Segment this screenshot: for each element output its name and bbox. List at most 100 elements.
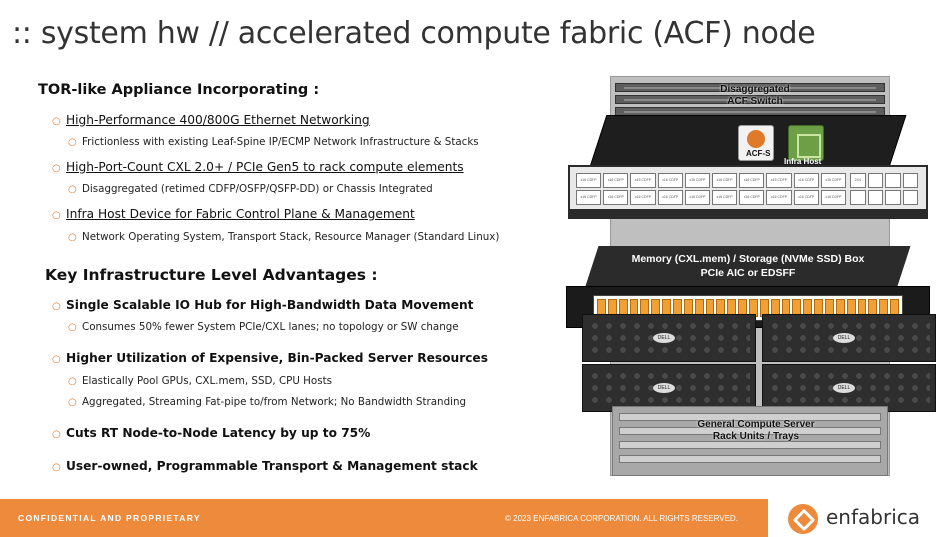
sub-item-text: Network Operating System, Transport Stac…: [82, 231, 500, 243]
sub-item-text: Elastically Pool GPUs, CXL.mem, SSD, CPU…: [82, 375, 332, 387]
rack-slot: [619, 441, 881, 449]
port: x16 CDFP: [712, 190, 738, 205]
memory-label-line2: PCIe AIC or EDSFF: [700, 267, 796, 279]
port: x16 CDFP: [739, 190, 765, 205]
port: x16 CDFP: [793, 190, 819, 205]
hardware-illustration: Disaggregated ACF Switch ACF-S Infra Hos…: [560, 70, 940, 480]
enfabrica-logo-icon: [788, 504, 818, 534]
sub-item-text: Consumes 50% fewer System PCIe/CXL lanes…: [82, 321, 459, 333]
port: 2X4 OSFP: [850, 173, 866, 188]
list-item: ○ High-Performance 400/800G Ethernet Net…: [52, 113, 370, 127]
port: x16 CDFP: [603, 173, 629, 188]
section2-heading: Key Infrastructure Level Advantages :: [45, 266, 378, 284]
bullet-icon: ○: [52, 210, 61, 221]
port: x16 CDFP: [820, 173, 846, 188]
acf-chip-label: ACF-S: [746, 149, 771, 158]
bullet-icon: ○: [68, 322, 77, 333]
port: [885, 173, 901, 188]
server-logo: DELL: [653, 333, 675, 343]
rack-slot: [615, 95, 885, 104]
server: DELL: [582, 364, 756, 412]
port: [885, 190, 901, 205]
bullet-icon: ○: [68, 184, 77, 195]
server-logo: DELL: [833, 383, 855, 393]
port: x16 CDFP: [766, 173, 792, 188]
sub-item-text: Disaggregated (retimed CDFP/OSFP/QSFP-DD…: [82, 183, 433, 195]
bullet-icon: ○: [68, 232, 77, 243]
compute-label: General Compute Server Rack Units / Tray…: [656, 419, 856, 443]
item-text: Higher Utilization of Expensive, Bin-Pac…: [66, 351, 488, 365]
item-text: Single Scalable IO Hub for High-Bandwidt…: [66, 298, 474, 312]
acf-logo-icon: [747, 130, 765, 148]
port: [850, 190, 866, 205]
port: x16 CDFP: [766, 190, 792, 205]
bullet-icon: ○: [52, 116, 61, 127]
port: x16 CDFP: [630, 173, 656, 188]
port: x16 CDFP: [739, 173, 765, 188]
rack-slot: [619, 455, 881, 463]
compute-label-line2: Rack Units / Trays: [712, 431, 800, 442]
bullet-icon: ○: [68, 137, 77, 148]
port: [867, 173, 883, 188]
port: x16 CDFP: [712, 173, 738, 188]
port: x16 CDFP: [684, 190, 710, 205]
item-text: High-Performance 400/800G Ethernet Netwo…: [66, 113, 370, 127]
sub-item: ○ Consumes 50% fewer System PCIe/CXL lan…: [68, 321, 459, 333]
list-item: ○ Cuts RT Node-to-Node Latency by up to …: [52, 426, 370, 440]
bullet-icon: ○: [52, 429, 61, 440]
copyright-text: © 2023 ENFABRICA CORPORATION. ALL RIGHTS…: [505, 514, 738, 523]
infra-host-label: Infra Host: [784, 157, 822, 166]
rack-slot: [619, 413, 881, 421]
port-grid-right: 2X4 OSFP: [850, 173, 918, 205]
sub-item-text: Frictionless with existing Leaf-Spine IP…: [82, 136, 479, 148]
memory-label: Memory (CXL.mem) / Storage (NVMe SSD) Bo…: [566, 252, 930, 280]
bullet-icon: ○: [52, 301, 61, 312]
port: x16 CDFP: [576, 190, 602, 205]
port: [902, 190, 918, 205]
port: x16 CDFP: [793, 173, 819, 188]
list-item: ○ Infra Host Device for Fabric Control P…: [52, 207, 415, 221]
bullet-icon: ○: [52, 354, 61, 365]
bullet-icon: ○: [68, 397, 77, 408]
port: x16 CDFP: [657, 173, 683, 188]
port: x16 CDFP: [657, 190, 683, 205]
port: x16 CDFP: [630, 190, 656, 205]
footer-bar: CONFIDENTIAL AND PROPRIETARY © 2023 ENFA…: [0, 499, 768, 537]
sub-item-text: Aggregated, Streaming Fat-pipe to/from N…: [82, 396, 467, 408]
rack-slot: [615, 83, 885, 92]
item-text: Infra Host Device for Fabric Control Pla…: [66, 207, 415, 221]
port: x16 CDFP: [684, 173, 710, 188]
server-logo: DELL: [653, 383, 675, 393]
sub-item: ○ Network Operating System, Transport St…: [68, 231, 499, 243]
server-logo: DELL: [833, 333, 855, 343]
list-item: ○ User-owned, Programmable Transport & M…: [52, 459, 478, 473]
server: DELL: [582, 314, 756, 362]
sub-item: ○ Frictionless with existing Leaf-Spine …: [68, 136, 479, 148]
memory-label-line1: Memory (CXL.mem) / Storage (NVMe SSD) Bo…: [631, 253, 865, 265]
switch-label-line2: ACF Switch: [727, 96, 783, 107]
switch-label: Disaggregated ACF Switch: [655, 84, 855, 108]
section1-heading: TOR-like Appliance Incorporating :: [38, 82, 320, 98]
confidential-label: CONFIDENTIAL AND PROPRIETARY: [18, 513, 201, 523]
compute-rack: [612, 406, 888, 476]
sub-item: ○ Disaggregated (retimed CDFP/OSFP/QSFP-…: [68, 183, 433, 195]
sub-item: ○ Elastically Pool GPUs, CXL.mem, SSD, C…: [68, 375, 332, 387]
page-title: :: system hw // accelerated compute fabr…: [12, 16, 816, 51]
port: x16 CDFP: [603, 190, 629, 205]
brand-name: enfabrica: [826, 505, 921, 529]
port: x16 CDFP: [820, 190, 846, 205]
compute-label-line1: General Compute Server: [697, 419, 815, 430]
content-left: TOR-like Appliance Incorporating : ○ Hig…: [38, 82, 499, 473]
infra-host-chip-icon: [788, 125, 824, 161]
bullet-icon: ○: [52, 462, 61, 473]
rack-slot: [619, 427, 881, 435]
port: [902, 173, 918, 188]
port: [867, 190, 883, 205]
switch-base: [568, 209, 928, 219]
list-item: ○ Higher Utilization of Expensive, Bin-P…: [52, 351, 488, 365]
sub-item: ○ Aggregated, Streaming Fat-pipe to/from…: [68, 396, 466, 408]
item-text: User-owned, Programmable Transport & Man…: [66, 459, 478, 473]
